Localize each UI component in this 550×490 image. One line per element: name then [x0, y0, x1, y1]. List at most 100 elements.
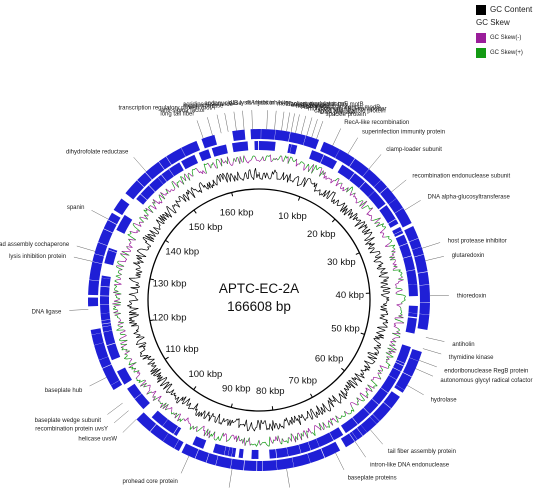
annotation-leader: [347, 137, 359, 155]
gc-skew-segment: [403, 299, 406, 302]
gc-skew-segment: [117, 322, 124, 326]
gc-skew-segment: [119, 326, 124, 329]
gc-skew-segment: [215, 159, 218, 169]
gc-content-segment: [179, 195, 182, 198]
cds-arc: [395, 372, 412, 390]
cds-arc: [106, 343, 121, 361]
gc-skew-segment: [213, 438, 216, 441]
gc-content-segment: [327, 400, 335, 408]
gc-content-segment: [328, 397, 335, 408]
gc-skew-segment: [117, 317, 120, 319]
gene-annotation-label: Transcription regulatory motB: [285, 102, 363, 108]
gc-content-segment: [289, 173, 291, 181]
gc-skew-segment: [223, 162, 225, 164]
cds-arc: [149, 177, 164, 192]
cds-arc: [162, 433, 179, 449]
gc-skew-segment: [340, 187, 342, 190]
gc-content-segment: [135, 328, 139, 331]
gc-skew-segment: [249, 437, 251, 446]
cds-arc: [286, 444, 301, 457]
gc-content-segment: [170, 389, 175, 395]
tick-mark: [149, 319, 154, 322]
gc-skew-segment: [139, 217, 144, 223]
gc-skew-segment: [382, 232, 385, 234]
gc-content-segment: [367, 231, 373, 234]
gc-content-segment: [162, 214, 167, 220]
gc-skew-segment: [128, 362, 137, 366]
gc-content-segment: [144, 342, 147, 344]
cds-arc: [320, 154, 338, 170]
gc-skew-segment: [219, 432, 224, 441]
cds-arc: [101, 322, 112, 327]
tick-mark: [341, 367, 345, 372]
cds-arc: [212, 443, 226, 456]
gc-skew-segment: [374, 217, 381, 224]
gc-content-segment: [364, 368, 370, 371]
tick-label: 80 kbp: [256, 386, 285, 397]
cds-arc: [396, 344, 411, 364]
gc-content-segment: [173, 208, 177, 213]
gc-content-segment: [296, 176, 299, 178]
gc-content-segment: [142, 355, 149, 360]
gc-skew-segment: [229, 435, 232, 440]
gc-skew-segment: [245, 159, 248, 163]
gc-skew-segment: [223, 433, 227, 437]
annotation-leader: [300, 115, 307, 135]
gc-content-segment: [366, 237, 375, 241]
gc-skew-segment: [396, 293, 403, 296]
gc-skew-segment: [292, 435, 297, 443]
gc-skew-segment: [203, 163, 206, 165]
gc-skew-segment: [399, 305, 401, 308]
gc-skew-segment: [295, 163, 299, 167]
gc-skew-segment: [135, 374, 140, 379]
gc-content-segment: [381, 316, 385, 318]
gc-skew-segment: [151, 390, 157, 394]
gc-content-segment: [339, 400, 342, 404]
gc-skew-segment: [115, 275, 121, 279]
cds-arc: [369, 414, 380, 425]
cds-arc: [88, 279, 100, 296]
gc-skew-segment: [119, 277, 122, 280]
gc-content-segment: [368, 237, 375, 242]
gc-content-segment: [208, 181, 213, 189]
gc-skew-segment: [351, 402, 354, 404]
gc-skew-segment: [372, 219, 377, 221]
gc-content-segment: [186, 398, 191, 401]
gc-skew-segment: [132, 223, 135, 225]
cds-arc: [408, 312, 418, 318]
gc-skew-segment: [206, 428, 209, 436]
gc-content-segment: [328, 403, 331, 408]
gc-content-segment: [158, 225, 161, 228]
cds-arc: [224, 446, 230, 456]
gc-content-segment: [157, 376, 163, 380]
annotation-leader: [368, 154, 382, 170]
gc-skew-segment: [129, 250, 132, 252]
gc-skew-segment: [295, 158, 298, 167]
gc-skew-segment: [277, 435, 281, 443]
gc-skew-segment: [220, 158, 223, 167]
gc-content-segment: [375, 336, 384, 339]
annotation-leader: [286, 468, 290, 488]
gc-skew-segment: [180, 176, 185, 185]
gc-content-segment: [154, 372, 162, 377]
gc-skew-segment: [114, 279, 117, 282]
gc-skew-segment: [113, 304, 121, 307]
gc-skew-segment: [393, 337, 396, 339]
cds-arc: [259, 140, 276, 151]
gene-annotation-label: prohead core protein: [123, 479, 178, 485]
gc-skew-segment: [124, 257, 128, 260]
gc-skew-segment: [264, 441, 267, 445]
cds-arc: [250, 129, 259, 140]
cds-arc: [91, 332, 104, 346]
gc-content-segment: [272, 169, 276, 175]
gc-content-segment: [200, 410, 206, 417]
gc-skew-segment: [359, 394, 365, 401]
cds-arc: [359, 181, 375, 198]
annotation-leader: [335, 452, 345, 471]
gc-skew-segment: [359, 200, 364, 207]
gc-skew-segment: [389, 254, 395, 258]
gc-content-segment: [172, 392, 176, 396]
cds-arc: [368, 191, 386, 210]
gc-skew-segment: [350, 403, 352, 407]
